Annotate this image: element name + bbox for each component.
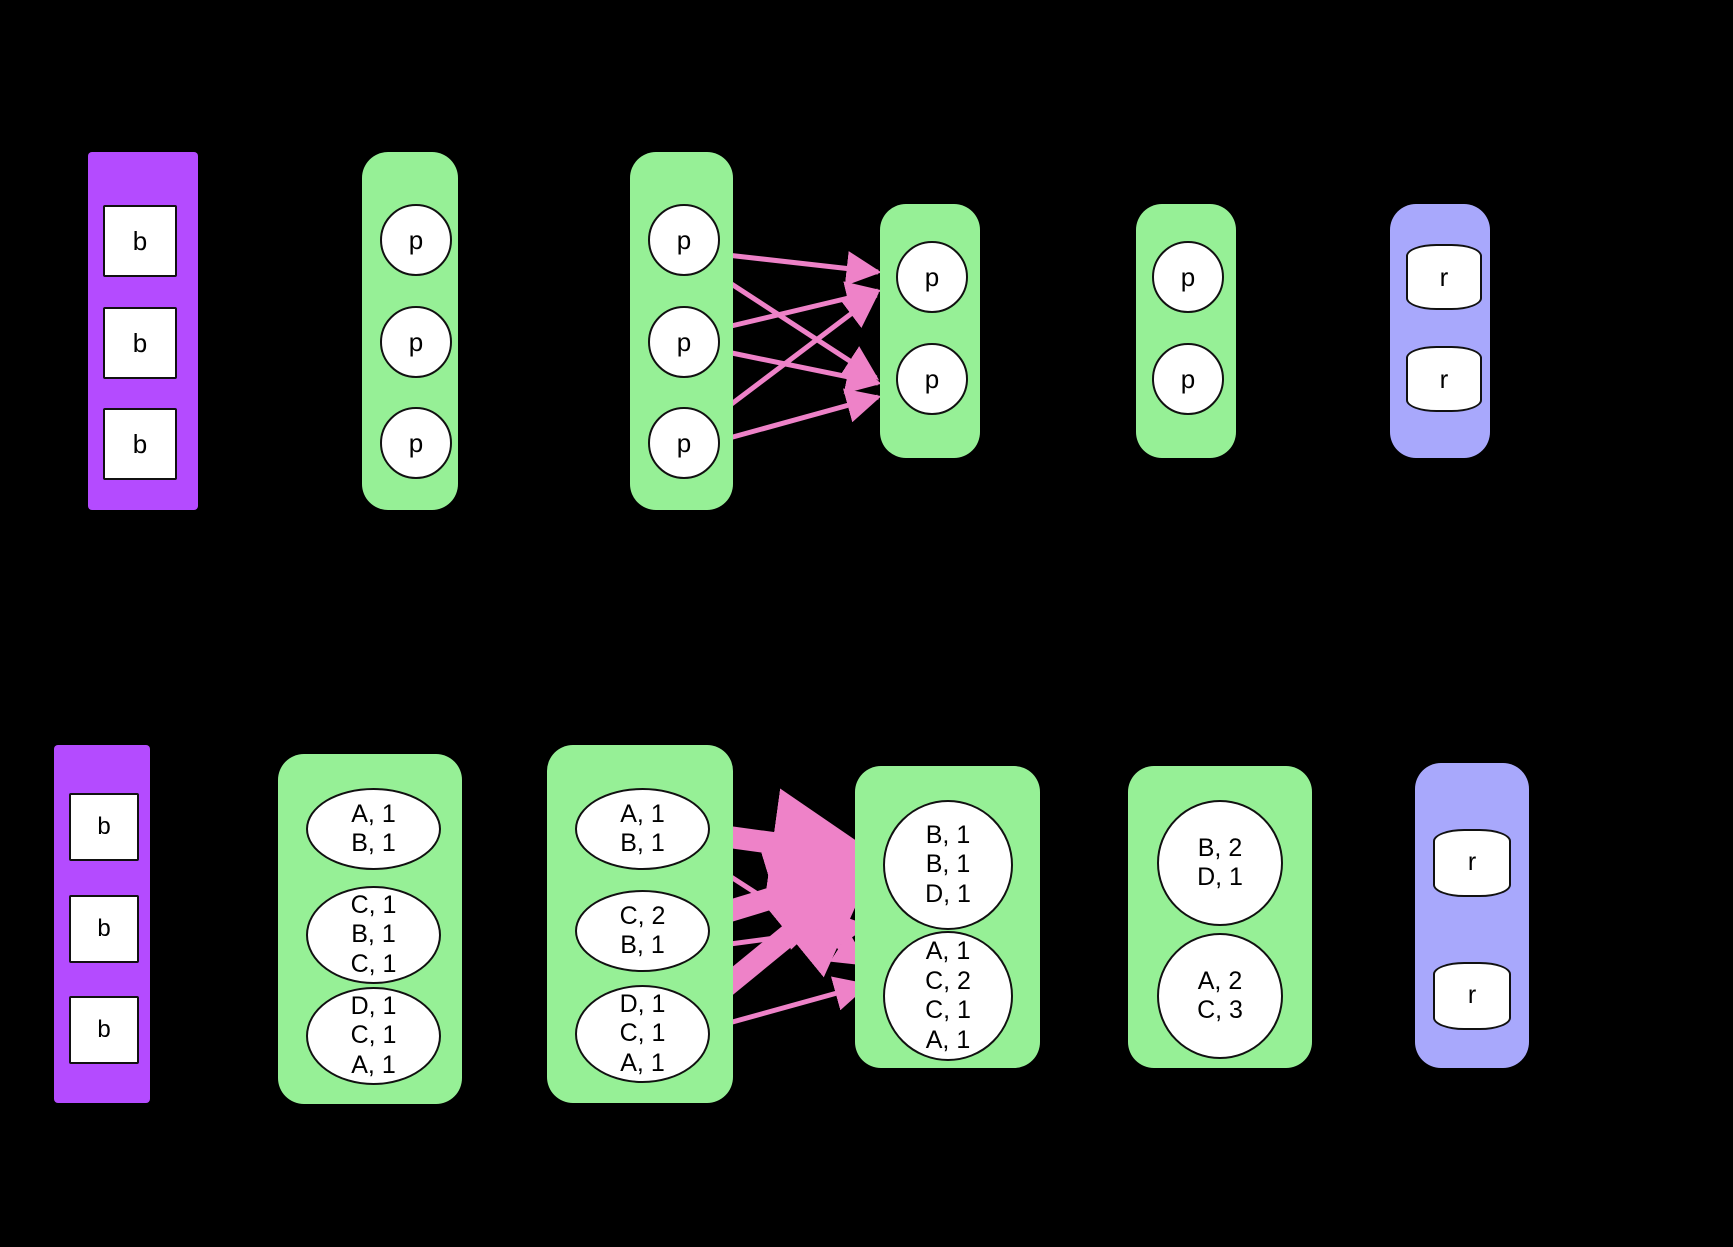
group-h6-results: r r <box>1415 763 1529 1068</box>
node-line: B, 1 <box>925 820 971 849</box>
node-line: B, 1 <box>351 920 396 949</box>
group-h2-map: A, 1 B, 1 C, 1 B, 1 C, 1 D, 1 C, 1 A, 1 <box>278 754 462 1104</box>
node-p[interactable]: p <box>648 407 720 479</box>
node-line: B, 1 <box>620 829 665 857</box>
node-line: p <box>676 326 692 357</box>
node-kv-pair[interactable]: C, 2 B, 1 <box>575 890 710 972</box>
node-line: p <box>924 261 940 292</box>
node-line: p <box>408 224 424 255</box>
node-p[interactable]: p <box>380 407 452 479</box>
node-p[interactable]: p <box>1152 241 1224 313</box>
node-line: A, 2 <box>1197 966 1243 995</box>
node-line: D, 1 <box>1197 863 1243 891</box>
node-line: r <box>1439 261 1449 292</box>
group-g5-reduce: p p <box>1136 204 1236 458</box>
node-line: C, 1 <box>925 996 971 1024</box>
node-line: B, 1 <box>925 850 971 879</box>
node-kv-pair[interactable]: A, 1 C, 2 C, 1 A, 1 <box>883 931 1013 1061</box>
node-line: D, 1 <box>619 989 666 1018</box>
node-line: C, 1 <box>350 1021 397 1050</box>
top-shuffle-edges <box>711 251 882 443</box>
node-line: b <box>97 914 111 942</box>
node-b[interactable]: b <box>69 895 139 963</box>
node-line: C, 3 <box>1197 996 1243 1024</box>
node-line: A, 1 <box>620 799 665 828</box>
node-kv-pair[interactable]: D, 1 C, 1 A, 1 <box>575 985 710 1083</box>
node-line: r <box>1439 363 1449 394</box>
node-kv-pair[interactable]: C, 1 B, 1 C, 1 <box>306 886 441 984</box>
group-h4-shuffle-target: B, 1 B, 1 D, 1 A, 1 C, 2 C, 1 A, 1 <box>855 766 1040 1068</box>
group-g2-map: p p p <box>362 152 458 510</box>
node-line: p <box>676 427 692 458</box>
node-kv-pair[interactable]: A, 1 B, 1 <box>575 788 710 870</box>
node-line: A, 1 <box>351 799 396 828</box>
node-r[interactable]: r <box>1406 346 1482 412</box>
node-line: b <box>132 428 148 459</box>
node-line: C, 2 <box>619 901 666 930</box>
node-b[interactable]: b <box>103 408 177 480</box>
node-line: p <box>676 224 692 255</box>
node-r[interactable]: r <box>1433 829 1511 897</box>
node-line: A, 1 <box>620 1048 665 1077</box>
group-h5-reduce: B, 2 D, 1 A, 2 C, 3 <box>1128 766 1312 1068</box>
group-g4-shuffle-target: p p <box>880 204 980 458</box>
node-line: C, 1 <box>350 890 397 919</box>
group-g6-results: r r <box>1390 204 1490 458</box>
node-kv-pair[interactable]: B, 2 D, 1 <box>1157 800 1283 926</box>
node-line: b <box>97 1015 111 1043</box>
node-line: B, 1 <box>351 829 396 857</box>
node-line: A, 1 <box>925 1025 971 1054</box>
node-r[interactable]: r <box>1433 962 1511 1030</box>
node-line: D, 1 <box>350 991 397 1020</box>
node-line: C, 2 <box>925 966 971 995</box>
node-line: p <box>1180 261 1196 292</box>
node-line: p <box>924 363 940 394</box>
node-b[interactable]: b <box>69 793 139 861</box>
node-p[interactable]: p <box>380 306 452 378</box>
node-kv-pair[interactable]: B, 1 B, 1 D, 1 <box>883 800 1013 930</box>
group-g1-blocks: b b b <box>88 152 198 510</box>
node-line: p <box>408 326 424 357</box>
node-r[interactable]: r <box>1406 244 1482 310</box>
node-line: A, 1 <box>925 937 971 965</box>
node-line: C, 1 <box>350 949 397 978</box>
node-b[interactable]: b <box>103 205 177 277</box>
node-line: B, 2 <box>1197 833 1243 862</box>
node-kv-pair[interactable]: A, 2 C, 3 <box>1157 933 1283 1059</box>
node-line: r <box>1467 848 1477 877</box>
group-h1-blocks: b b b <box>54 745 150 1103</box>
node-p[interactable]: p <box>896 241 968 313</box>
node-line: B, 1 <box>620 931 665 959</box>
node-kv-pair[interactable]: A, 1 B, 1 <box>306 788 441 870</box>
node-p[interactable]: p <box>648 306 720 378</box>
node-line: b <box>97 812 111 840</box>
node-kv-pair[interactable]: D, 1 C, 1 A, 1 <box>306 987 441 1085</box>
node-line: D, 1 <box>925 879 971 908</box>
node-p[interactable]: p <box>380 204 452 276</box>
node-line: b <box>132 225 148 256</box>
node-line: C, 1 <box>619 1019 666 1048</box>
node-line: A, 1 <box>351 1050 396 1079</box>
node-p[interactable]: p <box>1152 343 1224 415</box>
node-p[interactable]: p <box>896 343 968 415</box>
group-g3-combine: p p p <box>630 152 733 510</box>
node-b[interactable]: b <box>103 307 177 379</box>
node-p[interactable]: p <box>648 204 720 276</box>
node-line: p <box>1180 363 1196 394</box>
node-line: p <box>408 427 424 458</box>
node-line: r <box>1467 981 1477 1010</box>
node-line: b <box>132 327 148 358</box>
group-h3-combine: A, 1 B, 1 C, 2 B, 1 D, 1 C, 1 A, 1 <box>547 745 733 1103</box>
node-b[interactable]: b <box>69 996 139 1064</box>
